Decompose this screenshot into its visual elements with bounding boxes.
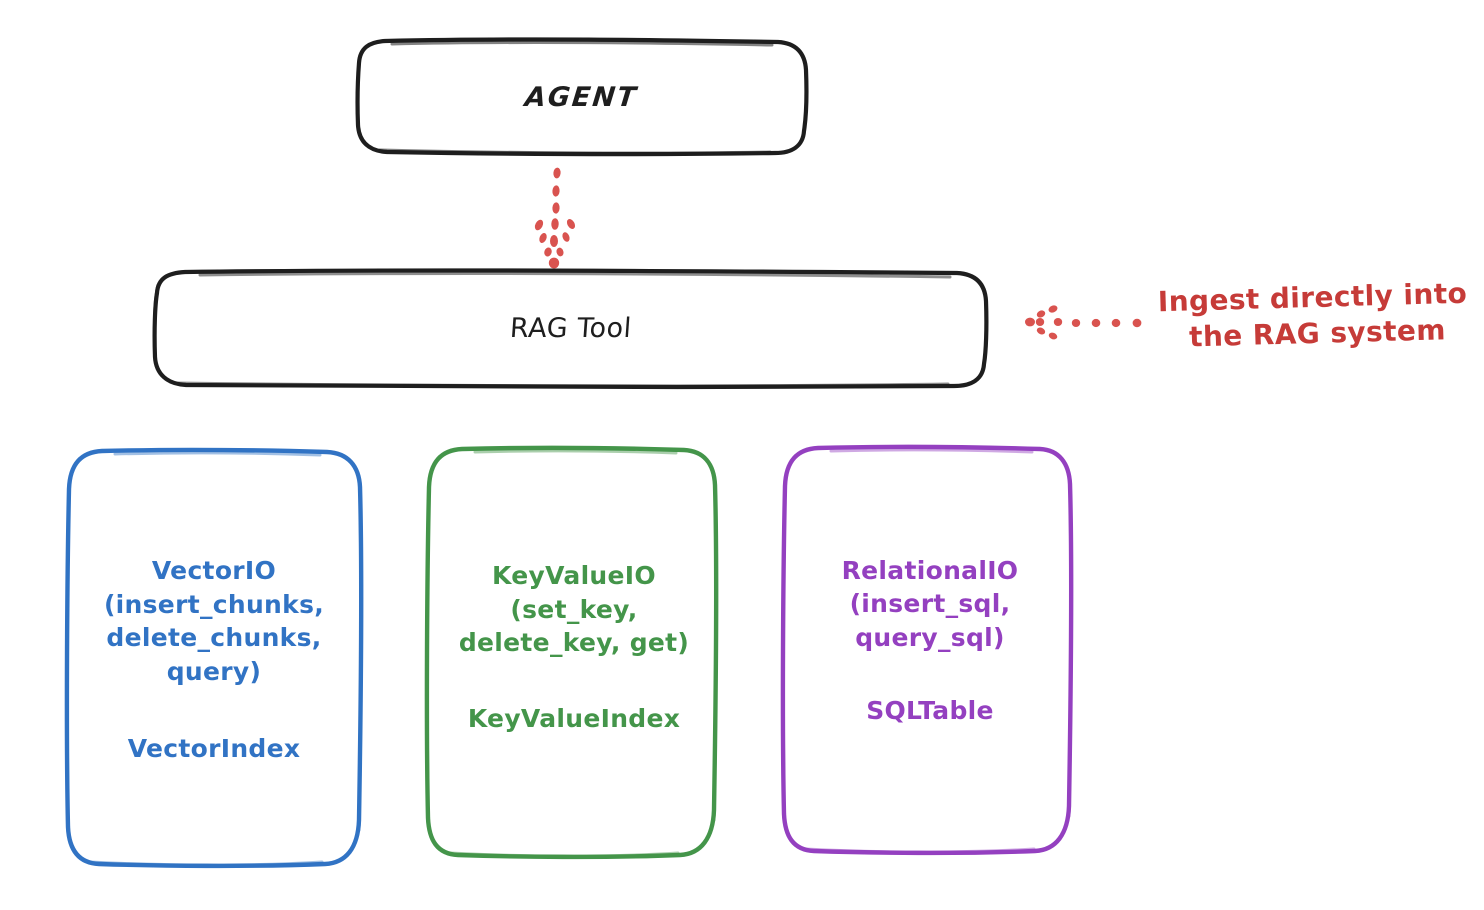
relational-api-label: RelationalIO (insert_sql, query_sql) <box>841 555 1019 652</box>
agent-node[interactable]: AGENT <box>357 40 806 154</box>
vector-store-node[interactable]: VectorIO (insert_chunks, delete_chunks, … <box>68 450 360 867</box>
vector-box-outline <box>64 447 364 869</box>
ragtool-box-outline-2 <box>153 272 988 388</box>
rag-tool-node[interactable]: RAG Tool <box>155 271 986 385</box>
ingest-annotation: Ingest directly into the RAG system <box>1147 275 1479 356</box>
keyvalue-store-node[interactable]: KeyValueIO (set_key, delete_key, get) Ke… <box>428 448 720 856</box>
keyvalue-index-label: KeyValueIndex <box>467 703 681 733</box>
keyvalue-box-outline-2 <box>425 449 718 858</box>
agent-label: AGENT <box>523 81 640 113</box>
agent-to-ragtool-arrow <box>534 167 576 269</box>
vector-index-label: VectorIndex <box>127 734 301 763</box>
vector-box-outline-2 <box>65 451 363 867</box>
vector-api-label: VectorIO (insert_chunks, delete_chunks, … <box>103 556 325 686</box>
ragtool-box-outline <box>152 268 989 390</box>
relational-box-outline-2 <box>781 448 1073 854</box>
annotation-to-ragtool-arrow <box>1025 305 1142 340</box>
relational-index-label: SQLTable <box>866 696 994 726</box>
relational-box-outline <box>780 444 1074 856</box>
keyvalue-api-label: KeyValueIO (set_key, delete_key, get) <box>458 561 690 658</box>
agent-box-outline-2 <box>356 40 808 155</box>
rag-tool-label: RAG Tool <box>508 312 633 344</box>
relational-store-node[interactable]: RelationalIO (insert_sql, query_sql) SQL… <box>784 447 1076 852</box>
keyvalue-box-outline <box>424 445 719 860</box>
